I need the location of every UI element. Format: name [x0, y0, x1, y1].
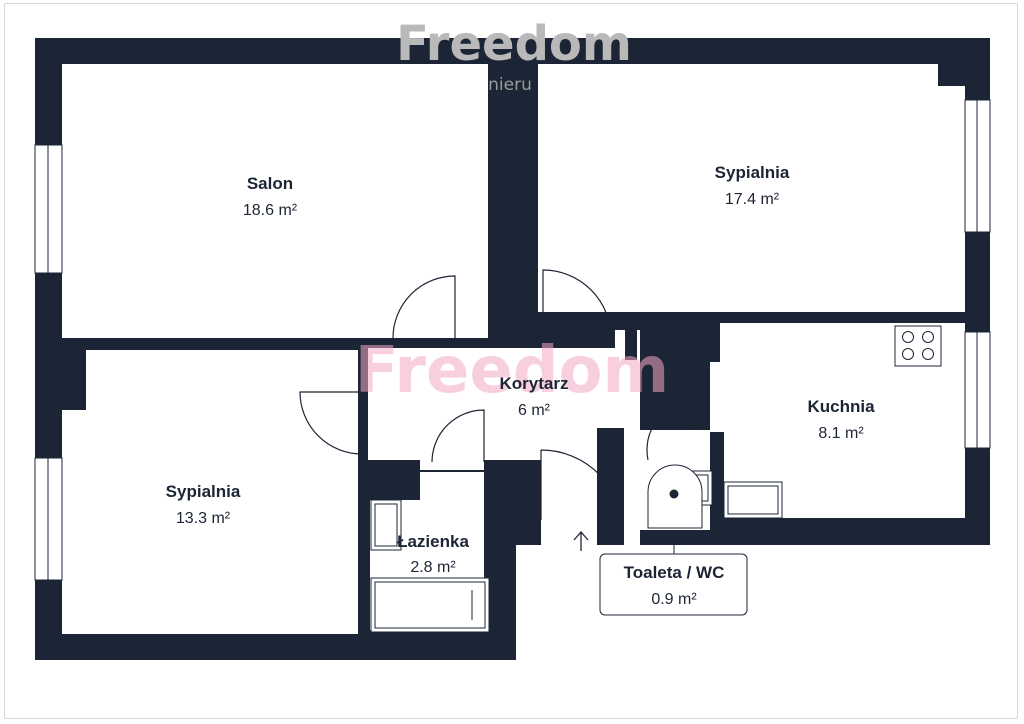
room-area: 2.8 m²: [410, 559, 456, 576]
floor-kuchnia: [637, 323, 965, 518]
room-name: Łazienka: [397, 532, 469, 551]
fixtures: [370, 325, 942, 633]
arrow-up-icon: [573, 531, 589, 551]
door-lazienka: [431, 409, 485, 463]
room-area: 18.6 m²: [243, 202, 298, 219]
door-entrance: [540, 449, 624, 533]
image-frame: [4, 3, 1018, 719]
floor-korytarz: [368, 330, 640, 545]
room-name: Korytarz: [500, 374, 569, 393]
wc-callout-box: [599, 553, 748, 616]
watermark-top-sub: nieru: [488, 75, 532, 95]
room-name: Sypialnia: [166, 482, 241, 501]
door-sypialnia-1: [542, 269, 612, 339]
room-labels: Salon 18.6 m² Sypialnia 17.4 m² Korytarz…: [166, 163, 875, 608]
floor-sypialnia-2: [62, 350, 358, 634]
room-area: 8.1 m²: [818, 425, 864, 442]
door-sypialnia-2: [299, 391, 363, 455]
room-name: Sypialnia: [715, 163, 790, 182]
door-salon: [392, 275, 456, 339]
watermark-top: Freedom: [396, 16, 632, 72]
room-area: 0.9 m²: [651, 591, 697, 608]
door-toaleta: [646, 399, 696, 461]
room-area: 13.3 m²: [176, 510, 231, 527]
room-name: Toaleta / WC: [624, 563, 725, 582]
room-area: 6 m²: [518, 402, 551, 419]
exterior-cut: [516, 545, 991, 661]
floor-salon: [62, 64, 488, 338]
windows: [34, 99, 991, 581]
stove-icon: [894, 325, 942, 367]
watermark-center: Freedom: [355, 334, 669, 408]
room-area: 17.4 m²: [725, 191, 780, 208]
floor-sypialnia-1: [538, 64, 965, 312]
room-name: Salon: [247, 174, 293, 193]
doors: [299, 269, 696, 533]
room-name: Kuchnia: [807, 397, 875, 416]
